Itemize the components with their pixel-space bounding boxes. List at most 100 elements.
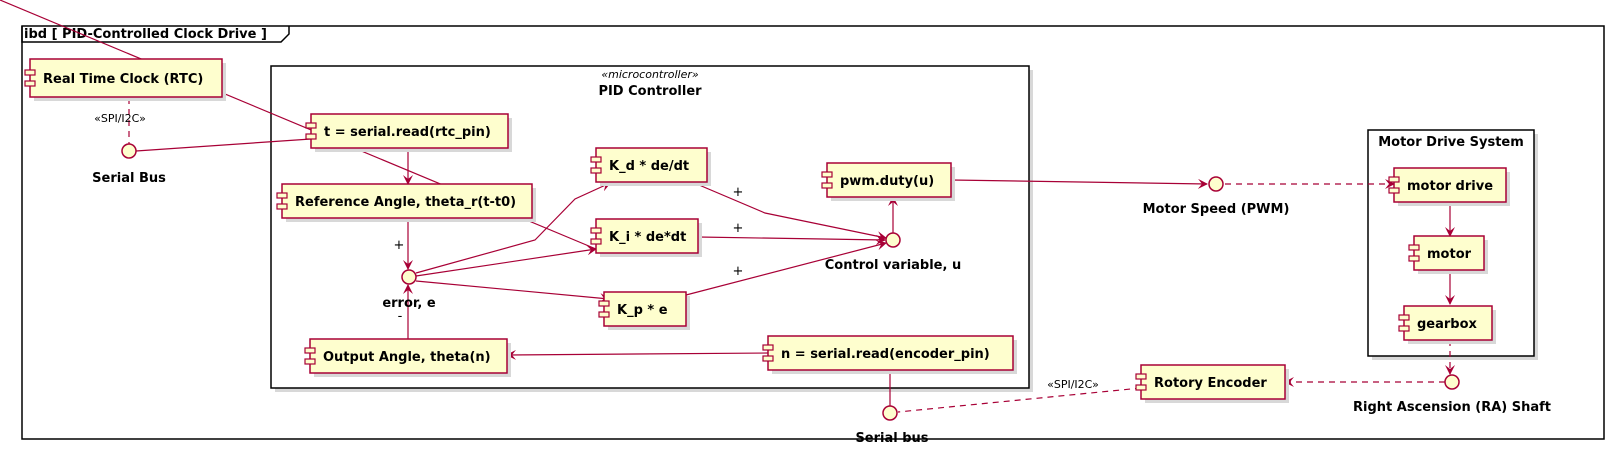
pwm-duty-component: pwm.duty(u): [821, 162, 955, 201]
component-tab: [1135, 373, 1147, 380]
control-variable-interface: Control variable, u: [825, 232, 961, 273]
component-tab: [1398, 325, 1410, 332]
spi-i2c-bottom-label: «SPI/I2C»: [1047, 378, 1099, 391]
ki-component: K_i * de*dt: [590, 218, 702, 257]
ra-shaft-interface: Right Ascension (RA) Shaft: [1353, 374, 1551, 415]
motor-speed-interface: Motor Speed (PWM): [1143, 176, 1290, 217]
pid-controller-title: PID Controller: [598, 84, 702, 99]
component-tab: [1388, 176, 1400, 183]
encoder-to-serial-bus: [897, 387, 1142, 413]
kp-component: K_p * e: [598, 291, 690, 330]
kd-to-control: [691, 181, 887, 242]
rotary-encoder-component: Rotory Encoder: [1135, 364, 1289, 403]
serial-bus-top-interface: Serial Bus: [92, 143, 166, 186]
component-body: [1393, 167, 1507, 203]
serial-bus-bottom-interface: Serial bus: [855, 405, 929, 446]
components: Real Time Clock (RTC) t = serial.read(rtc…: [24, 58, 1510, 403]
encoder-read-to-output: [506, 349, 769, 360]
output-angle-component: Output Angle, theta(n): [304, 338, 511, 377]
kp-component-label: K_p * e: [617, 303, 668, 318]
component-tab: [1408, 255, 1420, 262]
component-tab: [304, 358, 316, 365]
component-tab: [590, 156, 602, 163]
control-variable-label: Control variable, u: [825, 258, 961, 273]
plus-kp-label: +: [733, 264, 744, 279]
component-tab: [590, 167, 602, 174]
component-body: [767, 335, 1014, 371]
ibd-frame: ibd [ PID-Controlled Clock Drive ]: [21, 25, 1605, 440]
gearbox-component: gearbox: [1398, 305, 1496, 344]
motor-drive-component-label: motor drive: [1407, 179, 1493, 194]
component-tab: [24, 80, 36, 87]
component-tab: [762, 344, 774, 351]
gearbox-component-label: gearbox: [1417, 317, 1478, 332]
component-body: [1140, 364, 1286, 400]
output-angle-component-label: Output Angle, theta(n): [323, 350, 491, 365]
spi-i2c-top-label: «SPI/I2C»: [94, 112, 146, 125]
frame-title: ibd [ PID-Controlled Clock Drive ]: [24, 27, 267, 42]
rotary-encoder-component-label: Rotory Encoder: [1154, 376, 1267, 391]
component-tab: [1388, 187, 1400, 194]
serial-bus-top-label: Serial Bus: [92, 171, 166, 186]
component-tab: [762, 355, 774, 362]
component-tab: [590, 227, 602, 234]
encoder-serial-read-component: n = serial.read(encoder_pin): [762, 335, 1017, 374]
plus-kd-label: +: [733, 185, 744, 200]
reference-angle-component: Reference Angle, theta_r(t-t0): [276, 183, 536, 222]
rtc-serial-read-component: t = serial.read(rtc_pin): [305, 113, 512, 152]
component-body: [826, 162, 952, 198]
error-to-kp: [415, 280, 610, 304]
component-body: [1403, 305, 1493, 341]
component-body: [310, 113, 509, 149]
microcontroller-stereotype: «microcontroller»: [601, 68, 699, 81]
plus-ki-label: +: [733, 221, 744, 236]
component-tab: [598, 300, 610, 307]
minus-output-label: -: [398, 309, 403, 324]
pwm-duty-component-label: pwm.duty(u): [840, 174, 934, 189]
component-tab: [598, 311, 610, 318]
connectors: [0, 0, 1455, 413]
error-label: error, e: [382, 296, 436, 311]
motor-drive-component: motor drive: [1388, 167, 1510, 206]
component-tab: [1398, 314, 1410, 321]
kd-component: K_d * de/dt: [590, 147, 711, 186]
component-tab: [821, 182, 833, 189]
kd-component-label: K_d * de/dt: [609, 159, 689, 174]
edge-labels: «SPI/I2C» «SPI/I2C» + - + + +: [94, 112, 1099, 391]
motor-speed-label: Motor Speed (PWM): [1143, 202, 1290, 217]
component-tab: [276, 192, 288, 199]
component-tab: [821, 171, 833, 178]
component-body: [309, 338, 508, 374]
component-tab: [1408, 244, 1420, 251]
component-body: [595, 147, 708, 183]
plus-reference-label: +: [394, 238, 405, 253]
error-interface: error, e: [382, 269, 436, 311]
component-body: [595, 218, 699, 254]
rtc-serial-read-component-label: t = serial.read(rtc_pin): [324, 125, 491, 140]
component-body: [281, 183, 533, 219]
component-tab: [305, 133, 317, 140]
ra-shaft-label: Right Ascension (RA) Shaft: [1353, 400, 1551, 415]
component-tab: [304, 347, 316, 354]
interfaces: Serial Bus error, e Control variable, u …: [92, 143, 1551, 446]
component-tab: [24, 69, 36, 76]
rtc-component-label: Real Time Clock (RTC): [43, 72, 203, 87]
component-body: [1413, 235, 1485, 271]
encoder-serial-read-component-label: n = serial.read(encoder_pin): [781, 347, 990, 362]
rtc-component: Real Time Clock (RTC): [24, 58, 226, 101]
component-body: [603, 291, 687, 327]
serial-bus-bottom-label: Serial bus: [855, 431, 928, 446]
motor-component-label: motor: [1427, 247, 1472, 262]
error-to-kd: [415, 182, 611, 274]
ki-to-control: [697, 234, 886, 245]
motor-drive-system-title: Motor Drive System: [1378, 135, 1524, 150]
component-tab: [590, 238, 602, 245]
component-tab: [1135, 384, 1147, 391]
serial-bus-to-rtc-read: [135, 138, 312, 152]
component-body: [29, 58, 223, 98]
ki-component-label: K_i * de*dt: [609, 230, 686, 245]
reference-angle-component-label: Reference Angle, theta_r(t-t0): [295, 195, 516, 210]
motor-component: motor: [1408, 235, 1488, 274]
pwm-to-motor-speed: [950, 178, 1208, 189]
